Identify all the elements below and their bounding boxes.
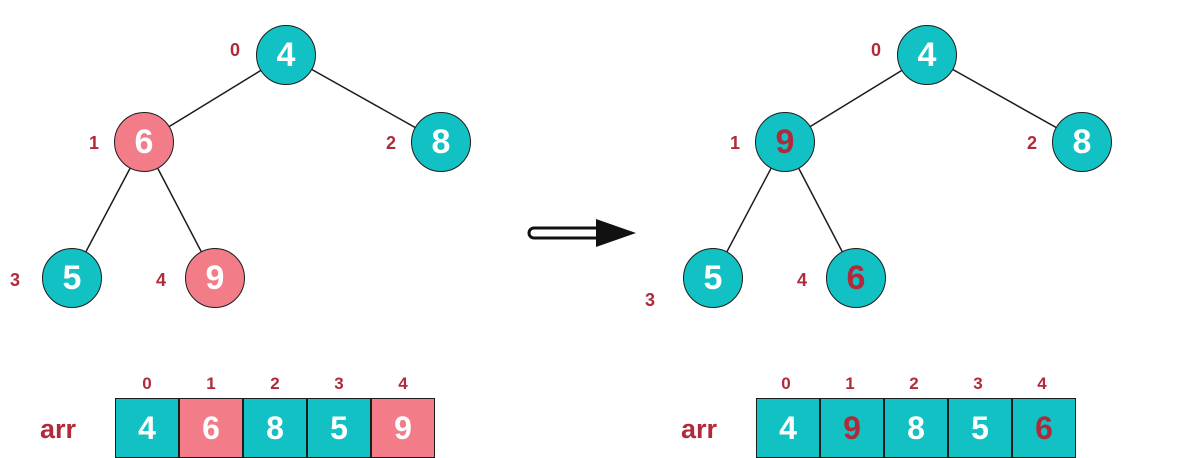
node-index: 0	[871, 40, 882, 60]
array-index: 0	[142, 374, 152, 393]
array-index: 1	[206, 374, 216, 393]
array-label: arr	[681, 414, 718, 444]
array-index: 3	[334, 374, 344, 393]
array-index: 1	[845, 374, 855, 393]
tree-node: 6	[826, 248, 886, 308]
node-index: 2	[1027, 133, 1038, 153]
node-index: 4	[797, 270, 808, 290]
array-cell: 9	[371, 398, 435, 458]
tree-node: 6	[114, 112, 174, 172]
node-index: 1	[730, 133, 741, 153]
node-index: 1	[89, 133, 100, 153]
node-index: 4	[156, 270, 167, 290]
tree-node: 4	[256, 25, 316, 85]
array-cell: 8	[884, 398, 948, 458]
array-cell: 5	[307, 398, 371, 458]
array-index: 0	[781, 374, 791, 393]
node-index: 3	[10, 270, 21, 290]
tree-node: 4	[897, 25, 957, 85]
node-index: 3	[645, 290, 656, 310]
right-arrow-icon	[527, 219, 636, 247]
array-cell: 9	[820, 398, 884, 458]
array-cell: 4	[756, 398, 820, 458]
tree-node: 9	[185, 248, 245, 308]
tree-node: 8	[1052, 112, 1112, 172]
tree-node: 5	[683, 248, 743, 308]
array-cell: 8	[243, 398, 307, 458]
node-index: 0	[230, 40, 241, 60]
array-index: 4	[398, 374, 408, 393]
tree-node: 9	[755, 112, 815, 172]
array-index: 2	[270, 374, 280, 393]
array-cell: 6	[1012, 398, 1076, 458]
array-index: 4	[1037, 374, 1047, 393]
array-label: arr	[40, 414, 77, 444]
tree-node: 5	[42, 248, 102, 308]
tree-node: 8	[411, 112, 471, 172]
array-cell: 4	[115, 398, 179, 458]
array-cell: 6	[179, 398, 243, 458]
array-index: 2	[909, 374, 919, 393]
node-index: 2	[386, 133, 397, 153]
array-index: 3	[973, 374, 983, 393]
array-cell: 5	[948, 398, 1012, 458]
